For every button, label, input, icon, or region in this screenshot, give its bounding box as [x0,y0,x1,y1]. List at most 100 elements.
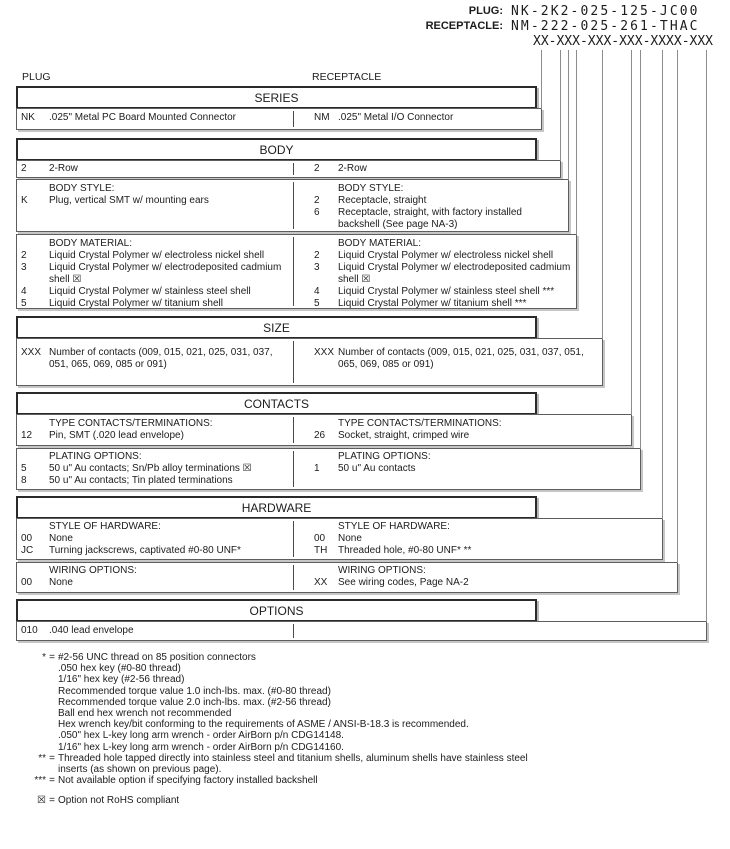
option-code: 4 [314,286,320,297]
option-description: Receptacle, straight, with factory insta… [338,207,522,230]
option-description: Socket, straight, crimped wire [338,430,470,441]
footnote-line: Recommended torque value 2.0 inch-lbs. m… [16,697,722,708]
column-divider [293,111,294,127]
plug-option-row: 010.040 lead envelope [21,625,291,637]
option-description: 2-Row [49,163,78,174]
footnote-equals [46,663,58,674]
footnote-text: .050" hex L-key long arm wrench - order … [58,730,344,742]
column-divider [293,341,294,383]
footnote-text: Hex wrench key/bit conforming to the req… [58,719,469,731]
footnote-marker: ** [38,752,46,764]
plug-subsection-header: BODY STYLE: [49,183,115,194]
footnote-line: *=#2-56 UNC thread on 85 position connec… [16,652,722,663]
option-description: Receptacle, straight [338,195,427,206]
option-description: Pin, SMT (.020 lead envelope) [49,430,184,441]
footnote-equals: = [49,795,55,807]
receptacle-subsection-header: BODY STYLE: [338,183,404,194]
options-box-contacts-0: TYPE CONTACTS/TERMINATIONS: 12 Pin, SMT (.… [16,414,632,446]
option-description: None [338,533,362,544]
footnote-line: 1/16" hex key (#2-56 thread) [16,674,722,685]
option-code: 12 [21,430,33,441]
option-description: Number of contacts (009, 015, 021, 025, … [49,347,273,370]
plug-part-number-label: PLUG: [468,5,503,17]
option-description: Liquid Crystal Polymer w/ electrodeposit… [49,262,282,285]
option-code: 6 [314,207,320,218]
receptacle-subsection-header: PLATING OPTIONS: [338,451,431,462]
footnote-line: **=Threaded hole tapped directly into st… [16,753,722,764]
plug-subsection-header: BODY MATERIAL: [49,238,132,249]
option-description: Threaded hole, #0-80 UNF* ** [338,545,472,556]
footnote-equals: = [49,752,55,764]
footnote-equals [46,719,58,730]
section-title: HARDWARE [241,500,312,515]
option-code: 2 [21,163,27,174]
footnote-text: .050 hex key (#0-80 thread) [58,663,181,675]
option-description: .025" Metal I/O Connector [338,112,454,123]
footnote-line: ***=Not available option if specifying f… [16,775,722,786]
footnote-line: .050 hex key (#0-80 thread) [16,663,722,674]
digit-connector-line [576,50,577,235]
plug-column-label: PLUG [22,71,51,83]
receptacle-subsection-header: BODY MATERIAL: [338,238,421,249]
footnote-marker [16,663,46,674]
footnote-text: Not available option if specifying facto… [58,775,318,787]
option-code: TH [314,545,328,556]
footnote-marker [16,686,46,697]
receptacle-option-row: 5 Liquid Crystal Polymer w/ titanium shel… [298,298,574,310]
option-code: 26 [314,430,326,441]
footnote-text: Recommended torque value 2.0 inch-lbs. m… [58,696,331,708]
option-description: Liquid Crystal Polymer w/ titanium shell… [338,298,527,309]
footnote-marker [16,708,46,719]
option-code: 00 [21,577,33,588]
column-divider [293,163,294,175]
footnote-marker [16,764,46,775]
footnote-equals [46,697,58,708]
plug-subsection-header: TYPE CONTACTS/TERMINATIONS: [49,418,213,429]
option-description: Liquid Crystal Polymer w/ electroless ni… [338,250,554,261]
column-divider [293,624,294,638]
section-header-hardware: HARDWARE [16,496,537,519]
footnotes-block: *=#2-56 UNC thread on 85 position connec… [16,652,722,807]
digit-connector-line [560,50,561,161]
footnote-line: .050" hex L-key long arm wrench - order … [16,730,722,741]
digit-connector-line [677,50,678,563]
digit-connector-line [541,50,542,109]
column-divider [293,237,294,306]
footnote-line: 1/16" hex L-key long arm wrench - order … [16,742,722,753]
footnote-equals [46,742,58,753]
column-divider [293,451,294,487]
option-code: XX [314,577,328,588]
section-title: BODY [259,142,294,157]
digit-connector-line [602,50,603,339]
option-description: None [49,533,73,544]
plug-column: 2 2-Row [21,163,291,175]
option-code: 5 [314,298,320,309]
option-code: 2 [21,250,27,261]
option-code: 010 [21,625,38,636]
footnote-equals [46,686,58,697]
receptacle-part-number-label: RECEPTACLE: [425,20,503,32]
option-description: .025" Metal PC Board Mounted Connector [49,112,236,123]
